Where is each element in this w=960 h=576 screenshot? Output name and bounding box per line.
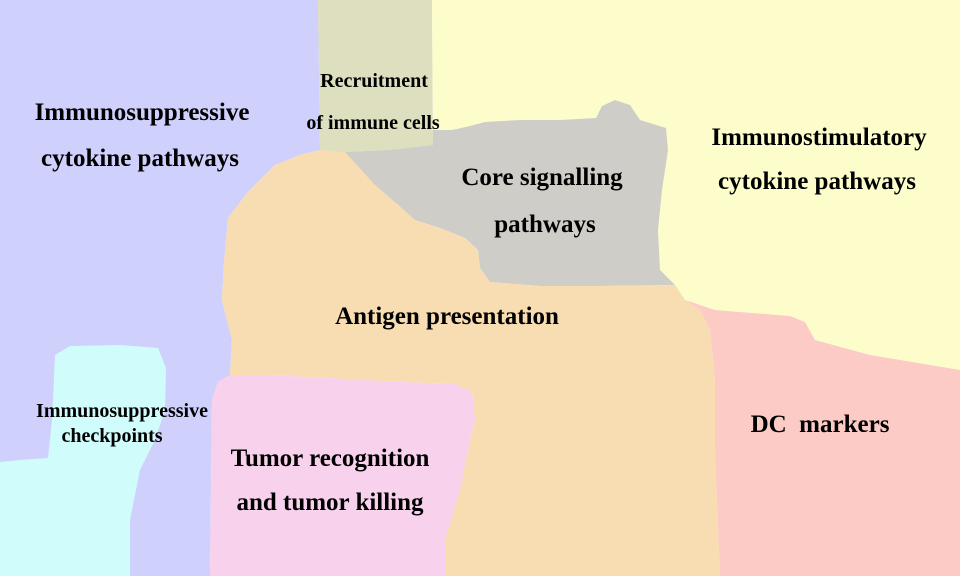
region-immunostimulatory-cytokines bbox=[432, 0, 960, 370]
region-core-signalling bbox=[330, 100, 675, 286]
label-immunosuppressive-checkpoints-line2: checkpoints bbox=[61, 425, 162, 447]
region-antigen-presentation bbox=[222, 150, 720, 576]
label-core-signalling-line1: Core signalling bbox=[461, 164, 623, 191]
label-dc-markers: DC markers bbox=[751, 411, 890, 438]
label-immunosuppressive-cytokines-line2: cytokine pathways bbox=[41, 145, 239, 172]
label-recruitment-line2: of immune cells bbox=[306, 112, 440, 134]
label-tumor-recognition-line1: Tumor recognition bbox=[231, 445, 430, 472]
label-tumor-recognition-line2: and tumor killing bbox=[236, 489, 424, 516]
label-immunostimulatory-cytokines-line2: cytokine pathways bbox=[718, 168, 916, 195]
label-antigen-presentation: Antigen presentation bbox=[335, 303, 559, 330]
label-immunosuppressive-cytokines-line1: Immunosuppressive bbox=[35, 99, 250, 126]
region-recruitment bbox=[318, 0, 433, 152]
region-immunosuppressive-checkpoints bbox=[0, 345, 166, 576]
label-immunostimulatory-cytokines-line1: Immunostimulatory bbox=[711, 124, 927, 151]
region-tumor-recognition bbox=[210, 375, 475, 576]
label-core-signalling-line2: pathways bbox=[494, 211, 596, 238]
label-recruitment-line1: Recruitment bbox=[320, 70, 428, 92]
region-dc-markers bbox=[685, 300, 960, 576]
label-immunosuppressive-checkpoints-line1: Immunosuppressive bbox=[36, 400, 208, 422]
